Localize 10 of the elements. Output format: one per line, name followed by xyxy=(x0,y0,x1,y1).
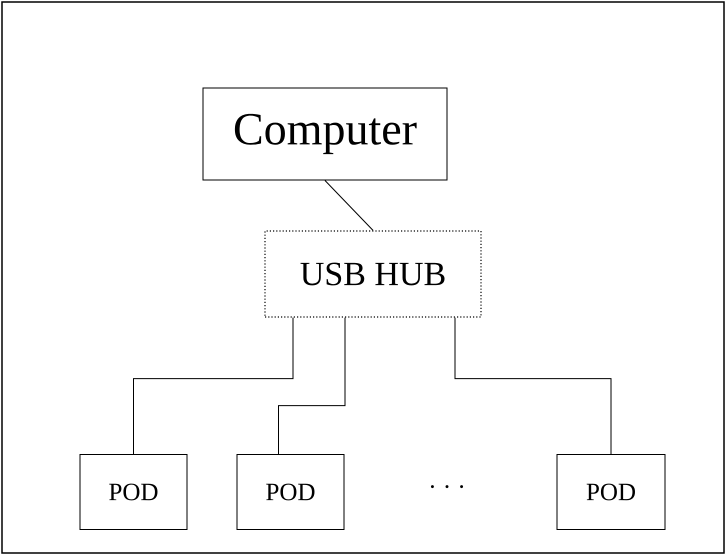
connector-line xyxy=(133,317,294,454)
connector-line xyxy=(324,180,374,231)
pod-box: POD xyxy=(556,454,666,530)
pod-box: POD xyxy=(80,454,188,530)
pod-box: POD xyxy=(236,454,344,530)
ellipsis-label: · · · xyxy=(430,485,464,488)
connector-line xyxy=(454,317,612,454)
hub-box: USB HUB xyxy=(264,230,482,318)
connector-line xyxy=(278,317,346,454)
computer-box: Computer xyxy=(202,88,448,180)
